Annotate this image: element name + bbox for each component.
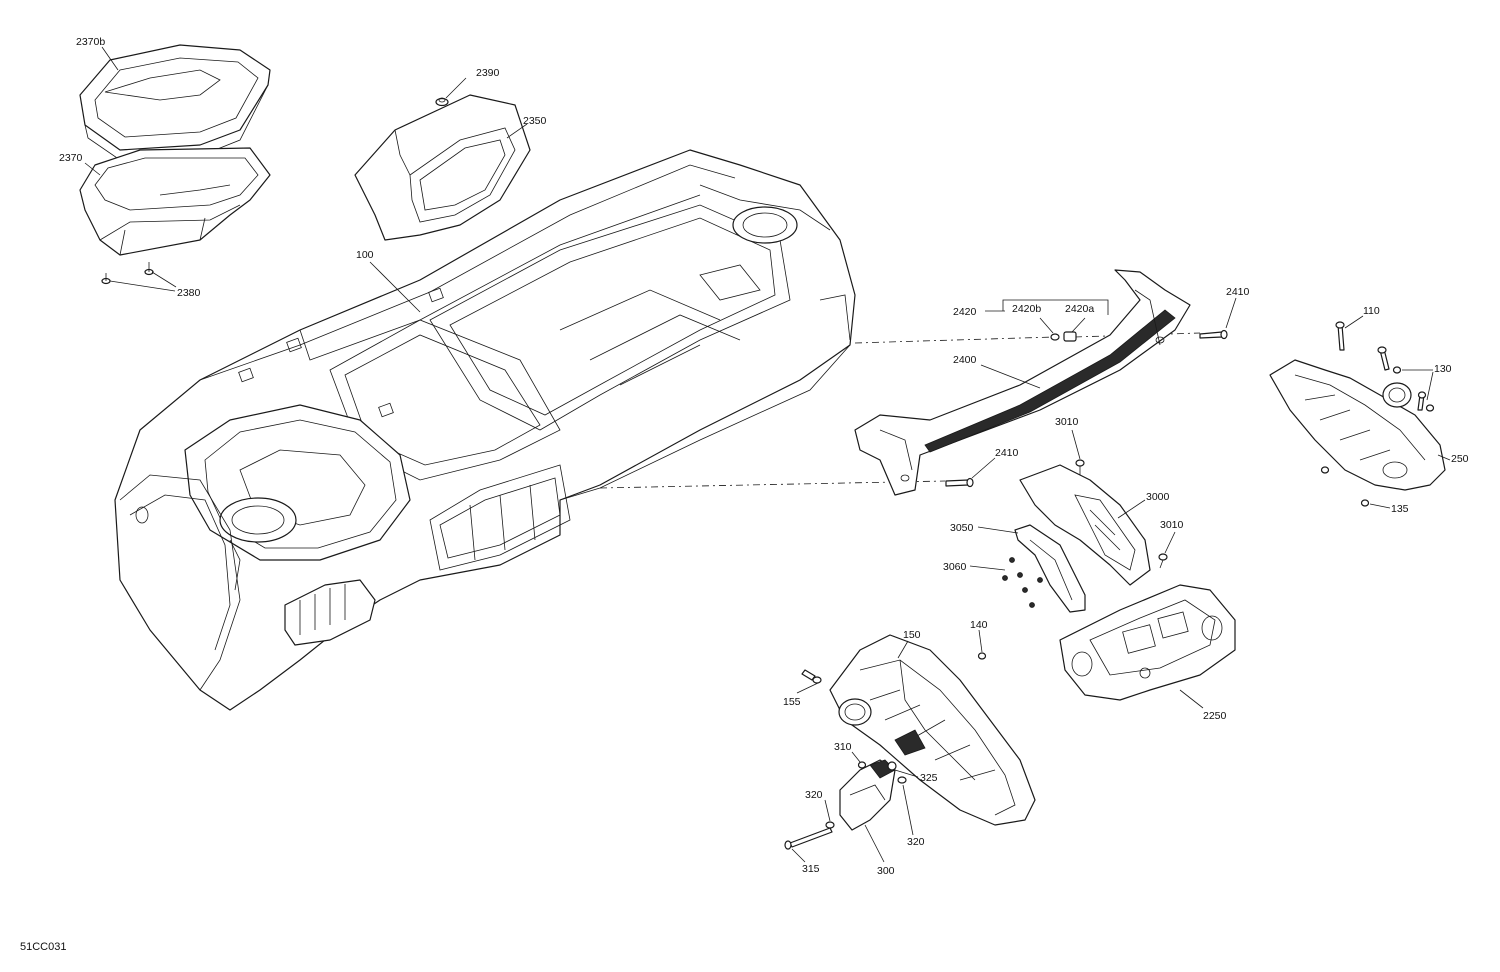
part-3060-nuts bbox=[1002, 557, 1043, 608]
part-2250-lower-bezel bbox=[1059, 584, 1236, 701]
callout-2420a: 2420a bbox=[1065, 303, 1094, 315]
callout-3050: 3050 bbox=[950, 522, 974, 534]
part-130-screws bbox=[1392, 366, 1435, 412]
part-2380-screws bbox=[101, 262, 154, 285]
callout-150: 150 bbox=[903, 629, 921, 641]
part-110-bolts bbox=[1335, 321, 1390, 371]
part-2410-bolt-top bbox=[1199, 329, 1228, 340]
part-3010-screw-bottom bbox=[1158, 553, 1168, 569]
part-150-side-panel bbox=[829, 634, 1036, 826]
callout-315: 315 bbox=[802, 863, 820, 875]
callout-155: 155 bbox=[783, 696, 801, 708]
callout-325: 325 bbox=[920, 772, 938, 784]
callout-320-left: 320 bbox=[805, 789, 823, 801]
part-320-washer-left bbox=[825, 821, 835, 829]
callout-2410-bottom: 2410 bbox=[995, 447, 1019, 459]
leader-lines bbox=[84, 46, 1451, 863]
part-2370b-lid bbox=[79, 44, 271, 161]
callout-2370: 2370 bbox=[59, 152, 83, 164]
callout-320-right: 320 bbox=[907, 836, 925, 848]
callout-2400: 2400 bbox=[953, 354, 977, 366]
part-300-bracket bbox=[839, 759, 896, 831]
part-320-washer-right bbox=[897, 776, 907, 784]
callout-130: 130 bbox=[1434, 363, 1452, 375]
callout-3010-bottom: 3010 bbox=[1160, 519, 1184, 531]
callout-2420: 2420 bbox=[953, 306, 977, 318]
callout-2380: 2380 bbox=[177, 287, 201, 299]
centerline-lower bbox=[599, 480, 946, 489]
part-250-side-panel bbox=[1269, 359, 1446, 491]
part-3050-plate bbox=[1014, 524, 1086, 613]
part-2420b-nut bbox=[1050, 333, 1060, 341]
callout-2350: 2350 bbox=[523, 115, 547, 127]
callout-110: 110 bbox=[1363, 305, 1380, 317]
callout-3010-top: 3010 bbox=[1055, 416, 1079, 428]
callout-3000: 3000 bbox=[1146, 491, 1170, 503]
callout-labels: 2370b 2370 2380 2390 2350 100 2420 2420b… bbox=[59, 36, 1469, 877]
callout-300: 300 bbox=[877, 865, 895, 877]
callout-2410-top: 2410 bbox=[1226, 286, 1250, 298]
part-315-bolt bbox=[784, 827, 833, 850]
part-100-dashboard bbox=[114, 149, 856, 711]
part-310-screw bbox=[857, 761, 867, 769]
callout-140: 140 bbox=[970, 619, 988, 631]
callout-3060: 3060 bbox=[943, 561, 967, 573]
callout-2250: 2250 bbox=[1203, 710, 1227, 722]
callout-2390: 2390 bbox=[476, 67, 500, 79]
part-325-nut bbox=[887, 761, 897, 771]
part-2390-fastener bbox=[435, 97, 449, 107]
part-2410-bolt-bottom bbox=[945, 477, 974, 488]
part-2420a-clip bbox=[1063, 331, 1077, 342]
part-135-screws bbox=[1320, 466, 1370, 507]
part-3010-screw-top bbox=[1075, 459, 1085, 475]
part-2400-crossbar bbox=[854, 269, 1191, 496]
part-155-bolt bbox=[801, 669, 822, 684]
centerline-upper bbox=[854, 336, 1056, 344]
part-140-screw bbox=[977, 652, 987, 660]
callout-2370b: 2370b bbox=[76, 36, 105, 48]
document-id: 51CC031 bbox=[20, 941, 66, 953]
part-2370-bin bbox=[79, 147, 271, 256]
callout-135: 135 bbox=[1391, 503, 1409, 515]
callout-100: 100 bbox=[356, 249, 374, 261]
part-2350-bezel bbox=[354, 94, 531, 241]
callout-310: 310 bbox=[834, 741, 852, 753]
part-3000-shifter-bracket bbox=[1019, 464, 1151, 586]
callout-2420b: 2420b bbox=[1012, 303, 1041, 315]
callout-250: 250 bbox=[1451, 453, 1469, 465]
